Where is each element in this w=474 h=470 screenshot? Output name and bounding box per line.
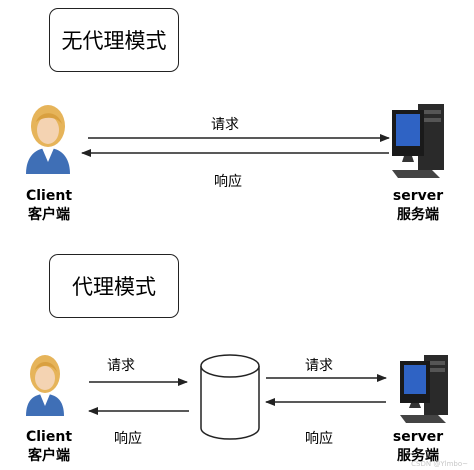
client-name: Client [25, 188, 73, 204]
server-name: server [392, 188, 444, 204]
no-proxy-mode-title: 无代理模式 [49, 8, 179, 72]
client-cn-name-2: 客户端 [28, 448, 70, 464]
client-cn-name: 客户端 [28, 207, 70, 223]
request-label-right: 请求 [305, 358, 333, 374]
server-computer-icon-2 [400, 355, 448, 423]
server-cn-name: 服务端 [397, 207, 439, 223]
client-person-icon [26, 105, 70, 174]
proxy-mode-title: 代理模式 [49, 254, 179, 318]
response-label-left: 响应 [114, 431, 142, 447]
proxy-server-cylinder-icon [200, 354, 260, 440]
response-label: 响应 [214, 174, 242, 190]
server-computer-icon [392, 104, 444, 178]
request-label: 请求 [211, 117, 239, 133]
client-name-2: Client [25, 429, 73, 445]
client-caption: Client 客户端 [20, 187, 78, 225]
request-label-left: 请求 [107, 358, 135, 374]
server-cn-name-2: 服务端 [397, 448, 439, 464]
server-caption: server 服务端 [388, 187, 448, 225]
response-label-right: 响应 [305, 431, 333, 447]
client-caption-2: Client 客户端 [20, 428, 78, 466]
client-person-icon-2 [26, 355, 64, 416]
server-caption-2: server 服务端 [388, 428, 448, 466]
server-name-2: server [392, 429, 444, 445]
watermark: CSDN @Ylmbo~ [411, 460, 468, 468]
